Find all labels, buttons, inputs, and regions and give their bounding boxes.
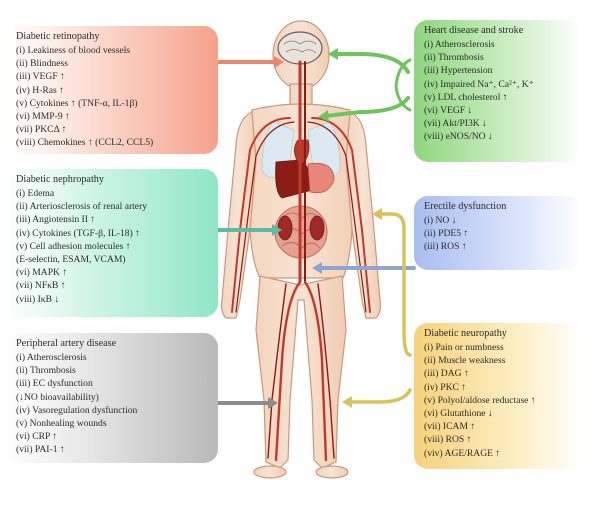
list-item: (iv) H-Ras ↑	[16, 84, 64, 96]
arrow-retinopathy-head	[274, 56, 284, 68]
list-item: (viv) AGE/RAGE ↑	[424, 447, 501, 459]
arrow-heart-chest-head	[318, 110, 329, 122]
list-item: (v) Cytokines ↑ (TNF-α, IL-1β)	[16, 97, 138, 109]
panel-erectile-dysfunction: Erectile dysfunction (i) NO ↓ (ii) PDE5 …	[414, 196, 582, 270]
list-item: (vii) PKCΔ ↑	[16, 124, 67, 136]
panel-title: Diabetic neuropathy	[424, 328, 507, 339]
arrow-heart-brain-head	[328, 48, 338, 60]
kidney-right	[309, 215, 325, 241]
list-item: (iv) Cytokines (TGF-β, IL-18) ↑	[16, 227, 140, 239]
arrow-neuropathy-leg	[348, 388, 412, 404]
arrow-heart-chest	[324, 96, 410, 118]
list-item: (iv) PKC ↑	[424, 381, 467, 393]
list-item: (vi) CRP ↑	[16, 431, 58, 443]
list-item: (vi) MMP-9 ↑	[16, 111, 70, 123]
list-item: (iii) Angiotensin II ↑	[16, 214, 96, 226]
panel-diabetic-nephropathy: Diabetic nephropathy (i) Edema (ii) Arte…	[6, 169, 218, 317]
stomach	[307, 162, 335, 194]
list-item: (ii) Arteriosclerosis of renal artery	[16, 201, 148, 213]
panel-diabetic-neuropathy: Diabetic neuropathy (i) Pain or numbness…	[414, 323, 582, 469]
list-item: (iii) EC dysfunction	[16, 378, 93, 390]
list-item: (iii) Hypertension	[424, 65, 493, 77]
bracket-neuropathy	[378, 212, 412, 357]
panel-title: Heart disease and stroke	[424, 25, 524, 36]
panel-peripheral-artery-disease: Peripheral artery disease (i) Atheroscle…	[6, 333, 218, 463]
list-item: (viii) Chemokines ↑ (CCL2, CCL5)	[16, 137, 154, 149]
arrow-heart-brain	[334, 52, 410, 74]
panel-title: Peripheral artery disease	[16, 338, 117, 349]
list-item: (vi) MAPK ↑	[16, 267, 68, 279]
list-item: (ii) Muscle weakness	[424, 355, 506, 367]
kidney-left	[277, 215, 293, 241]
arrow-neuropathy-arm-head	[372, 208, 382, 220]
list-item: (i) Atherosclerosis	[16, 352, 87, 363]
list-item: (E-selectin, ESAM, VCAM)	[16, 254, 126, 266]
arrow-nephropathy-head	[272, 224, 282, 236]
list-item: (iii) DAG ↑	[424, 368, 469, 380]
list-item: (iii) ROS ↑	[424, 241, 467, 253]
list-item: (iii) VEGF ↑	[16, 71, 65, 83]
list-item: (i) NO ↓	[424, 215, 457, 226]
list-item: (v) Polyol/aldose reductase ↑	[424, 394, 536, 406]
list-item: (ii) Thrombosis	[424, 52, 484, 64]
list-item: (i) Leakiness of blood vessels	[16, 45, 131, 56]
list-item: (v) Cell adhesion molecules ↑	[16, 240, 131, 252]
arrow-erectile-head	[312, 262, 322, 274]
list-item: (vi) Glutathione ↓	[424, 408, 493, 420]
list-item: (vii) ICAM ↑	[424, 421, 476, 433]
bracket-heart	[394, 58, 412, 112]
arrow-neuropathy-leg-head	[342, 396, 352, 408]
panel-title: Diabetic nephropathy	[16, 174, 104, 185]
list-item: (i) Edema	[16, 188, 55, 199]
list-item: (↓NO bioavailability)	[16, 391, 99, 403]
list-item: (v) LDL cholesterol ↑	[424, 91, 508, 103]
list-item: (vii) Akt/PI3K ↓	[424, 118, 487, 130]
list-item: (i) Pain or numbness	[424, 342, 504, 353]
list-item: (i) Atherosclerosis	[424, 39, 495, 50]
list-item: (ii) PDE5 ↑	[424, 228, 469, 240]
list-item: (iv) Vasoregulation dysfunction	[16, 404, 138, 416]
brain	[277, 31, 323, 65]
list-item: (v) Nonhealing wounds	[16, 418, 107, 430]
list-item: (viii) IκB ↓	[16, 293, 60, 305]
panel-title: Erectile dysfunction	[424, 201, 507, 212]
panel-title: Diabetic retinopathy	[16, 31, 100, 42]
blood-vessels	[231, 60, 371, 462]
list-item: (ii) Thrombosis	[16, 365, 76, 377]
list-item: (viii) eNOS/NO ↓	[424, 131, 493, 143]
list-item: (vii) NFκB ↑	[16, 280, 66, 292]
list-item: (iv) Impaired Na⁺, Ca²⁺, K⁺	[424, 78, 534, 90]
list-item: (vi) VEGF ↓	[424, 105, 473, 117]
panel-heart-disease-and-stroke: Heart disease and stroke (i) Atheroscler…	[414, 20, 582, 162]
panel-diabetic-retinopathy: Diabetic retinopathy (i) Leakiness of bl…	[6, 26, 218, 154]
list-item: (vii) PAI-1 ↑	[16, 444, 65, 456]
list-item: (ii) Blindness	[16, 58, 68, 70]
list-item: (viii) ROS ↑	[424, 434, 472, 446]
arrow-peripheral-head	[268, 397, 278, 409]
